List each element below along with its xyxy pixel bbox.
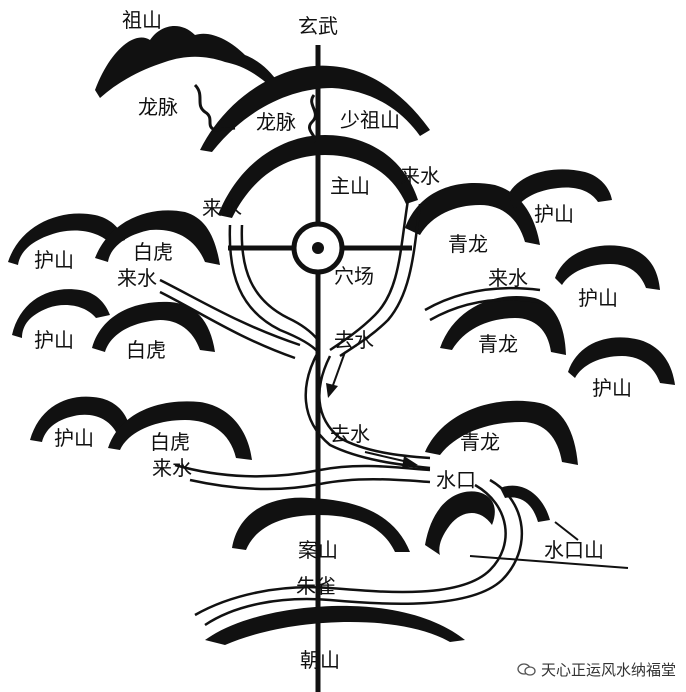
water-flows — [159, 199, 541, 627]
label-laishui-left-2: 来水 — [152, 456, 192, 480]
label-qushui-2: 去水 — [330, 422, 370, 446]
label-qinglong-3: 青龙 — [460, 430, 500, 454]
label-hushan-left-3: 护山 — [54, 426, 94, 450]
right-hills — [405, 169, 675, 465]
front-hills — [205, 485, 550, 645]
label-hushan-left-1: 护山 — [34, 248, 74, 272]
label-laishui-top-left: 来水 — [202, 196, 242, 220]
label-shuikou: 水口 — [436, 468, 476, 492]
label-qinglong-1: 青龙 — [448, 232, 488, 256]
qushui-arrowhead-1 — [326, 383, 338, 398]
longmai-left-vein — [193, 83, 236, 132]
qushui-arrowhead-2 — [402, 456, 418, 468]
left-hills — [8, 210, 252, 460]
wechat-icon — [517, 662, 536, 676]
watermark: 天心正运风水纳福堂 — [517, 659, 676, 680]
zhushan-mountain — [218, 135, 418, 218]
label-anshan: 案山 — [298, 538, 338, 562]
label-baihu-3: 白虎 — [150, 430, 190, 454]
xuechang-center — [312, 242, 324, 254]
shuikoushan-pointer — [554, 521, 579, 541]
label-zhushan: 主山 — [330, 174, 370, 198]
label-laishui-right-1: 来水 — [488, 266, 528, 290]
label-xuechang: 穴场 — [334, 264, 374, 288]
shaozushan-mountain — [200, 65, 430, 152]
label-baihu-2: 白虎 — [126, 338, 166, 362]
label-hushan-left-2: 护山 — [34, 328, 74, 352]
label-hushan-right-3: 护山 — [592, 376, 632, 400]
label-baihu-1: 白虎 — [133, 240, 173, 264]
label-zhuque: 朱雀 — [296, 574, 336, 598]
label-shuikoushan: 水口山 — [544, 538, 604, 562]
label-longmai-center: 龙脉 — [256, 110, 296, 134]
label-xuanwu: 玄武 — [298, 14, 338, 38]
watermark-text: 天心正运风水纳福堂 — [540, 661, 676, 679]
qushui-arrow-2 — [364, 451, 409, 463]
label-longmai-left: 龙脉 — [138, 95, 178, 119]
longmai-center-vein — [308, 94, 317, 143]
label-qushui-1: 去水 — [334, 328, 374, 352]
label-laishui-left-1: 来水 — [117, 266, 157, 290]
shuikou-baseline — [469, 555, 629, 569]
label-chaoshan: 朝山 — [300, 648, 340, 672]
qushui-arrow-1 — [331, 351, 346, 389]
zushan-range — [95, 25, 280, 99]
label-zushan: 祖山 — [122, 8, 162, 32]
label-shaozushan: 少祖山 — [340, 108, 400, 132]
label-laishui-top-right: 来水 — [400, 164, 440, 188]
label-hushan-right-1: 护山 — [534, 202, 574, 226]
label-hushan-right-2: 护山 — [578, 286, 618, 310]
label-qinglong-2: 青龙 — [478, 332, 518, 356]
